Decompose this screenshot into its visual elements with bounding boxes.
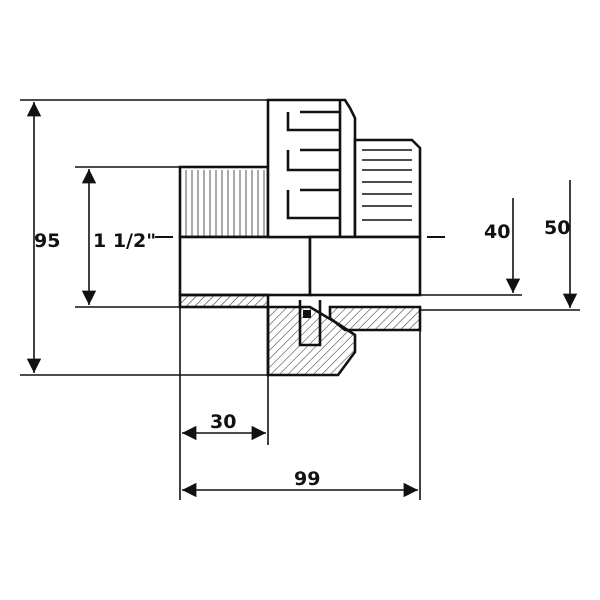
dimension-inner-diameter: 40 <box>420 198 522 296</box>
dimension-label-30: 30 <box>210 411 236 433</box>
section-nut <box>266 305 357 377</box>
threaded-end-lower-thread <box>178 293 270 309</box>
dimension-pipe-diameter: 50 <box>420 180 580 311</box>
dimension-label-40: 40 <box>484 221 510 243</box>
union-nut-outline <box>266 98 357 239</box>
dimension-label-99: 99 <box>294 468 320 490</box>
dimension-label-thread: 1 1/2" <box>93 230 156 252</box>
coupling-body <box>308 138 422 297</box>
coupling-collar <box>353 138 422 239</box>
pipe-socket <box>308 235 422 297</box>
union-nut-slots <box>286 110 340 220</box>
upper-thread-lines <box>185 170 265 236</box>
dimension-overall-length: 99 <box>182 330 421 500</box>
dimension-label-50: 50 <box>544 217 570 239</box>
section-view <box>266 300 422 377</box>
dimension-thread-length: 30 <box>179 307 269 500</box>
union-nut <box>266 98 357 239</box>
dimension-overall-height: 95 <box>20 99 268 376</box>
dimension-thread-size: 1 1/2" <box>75 166 180 308</box>
threaded-end-bore <box>178 235 312 297</box>
dimension-label-95: 95 <box>34 230 60 252</box>
section-socket <box>328 305 422 332</box>
threaded-end-upper-wall <box>178 165 270 239</box>
